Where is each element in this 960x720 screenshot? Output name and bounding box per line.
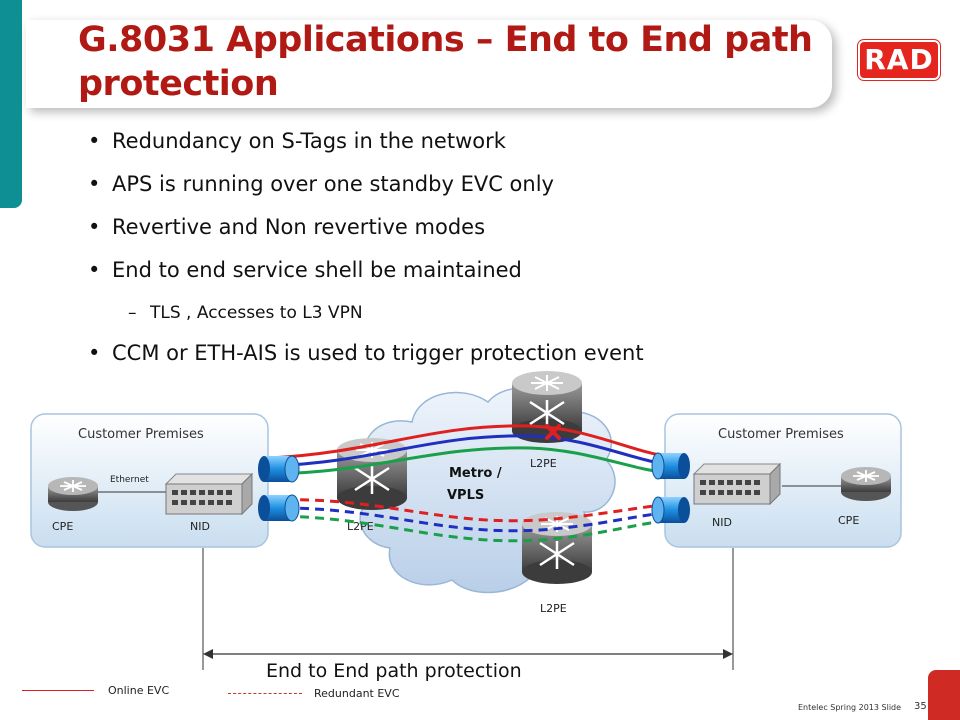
l2pe-bottom-router-icon xyxy=(522,512,592,584)
end-to-end-arrow xyxy=(203,649,733,659)
nid-left-device-icon xyxy=(164,472,254,516)
ethernet-label: Ethernet xyxy=(110,475,149,485)
redundant-evc-blue-path xyxy=(269,506,677,533)
bullet-dot-icon: • xyxy=(88,172,101,196)
failure-x-icon xyxy=(545,424,561,440)
bullet-text: CCM or ETH-AIS is used to trigger protec… xyxy=(112,341,644,365)
right-premises-label: Customer Premises xyxy=(718,427,844,442)
bullet-text: Redundancy on S-Tags in the network xyxy=(112,129,506,153)
legend-redundant-line xyxy=(228,693,302,694)
l2pe-bottom-label: L2PE xyxy=(540,602,567,615)
title-panel xyxy=(26,20,832,108)
nid-right-device-icon xyxy=(692,462,782,506)
bullet-item: • End to end service shell be maintained xyxy=(88,255,644,298)
footer-text: Entelec Spring 2013 Slide xyxy=(798,703,902,712)
dash-icon: – xyxy=(128,303,137,323)
bullet-item: • APS is running over one standby EVC onl… xyxy=(88,169,644,212)
left-premises-label: Customer Premises xyxy=(78,427,204,442)
sub-bullet-item: –TLS , Accesses to L3 VPN xyxy=(88,298,644,338)
bullet-dot-icon: • xyxy=(88,215,101,239)
tunnel-left-online-icon xyxy=(258,455,300,483)
cpe-left-label: CPE xyxy=(52,520,73,533)
tunnel-left-redundant-icon xyxy=(258,494,300,522)
nid-right-label: NID xyxy=(712,516,732,529)
corner-accent-tab xyxy=(928,670,960,720)
side-accent-tab xyxy=(0,0,22,208)
bullet-text: Revertive and Non revertive modes xyxy=(112,215,486,239)
online-evc-blue-path xyxy=(269,434,677,468)
l2pe-top-router-icon xyxy=(512,371,582,443)
bullet-item: • CCM or ETH-AIS is used to trigger prote… xyxy=(88,338,644,381)
bullet-list: • Redundancy on S-Tags in the network • AP… xyxy=(88,126,644,381)
legend-online-line xyxy=(22,690,94,691)
l2pe-left-router-icon xyxy=(337,438,407,510)
rad-logo: RAD xyxy=(858,40,940,80)
online-evc-red-path xyxy=(269,424,677,460)
redundant-evc-red-path xyxy=(269,498,677,523)
cloud-label-line1: Metro / xyxy=(449,466,502,481)
bullet-dot-icon: • xyxy=(88,258,101,282)
l2pe-top-label: L2PE xyxy=(530,457,557,470)
cpe-right-label: CPE xyxy=(838,514,859,527)
cloud-label-line2: VPLS xyxy=(447,488,484,503)
network-diagram: Customer Premises Customer Premises Metr… xyxy=(30,371,902,670)
end-to-end-caption: End to End path protection xyxy=(266,660,522,682)
legend-online-label: Online EVC xyxy=(108,684,170,697)
tunnel-right-online-icon xyxy=(651,452,690,480)
right-premises-box xyxy=(664,413,902,548)
sub-bullet-text: TLS , Accesses to L3 VPN xyxy=(150,303,363,323)
slide-number: 35 xyxy=(914,701,927,712)
cpe-right-router-icon xyxy=(841,467,891,501)
redundant-evc-green-path xyxy=(269,514,677,543)
legend-redundant-label: Redundant EVC xyxy=(314,687,400,700)
bullet-dot-icon: • xyxy=(88,341,101,365)
nid-left-label: NID xyxy=(190,520,210,533)
bullet-item: • Revertive and Non revertive modes xyxy=(88,212,644,255)
bullet-item: • Redundancy on S-Tags in the network xyxy=(88,126,644,169)
bullet-dot-icon: • xyxy=(88,129,101,153)
cpe-left-router-icon xyxy=(48,477,98,511)
bullet-text: End to end service shell be maintained xyxy=(112,258,522,282)
tunnel-right-redundant-icon xyxy=(651,496,690,524)
bullet-text: APS is running over one standby EVC only xyxy=(112,172,554,196)
online-evc-green-path xyxy=(269,446,677,476)
slide-title: G.8031 Applications – End to End path pr… xyxy=(78,20,813,104)
logo-text: RAD xyxy=(864,43,934,76)
